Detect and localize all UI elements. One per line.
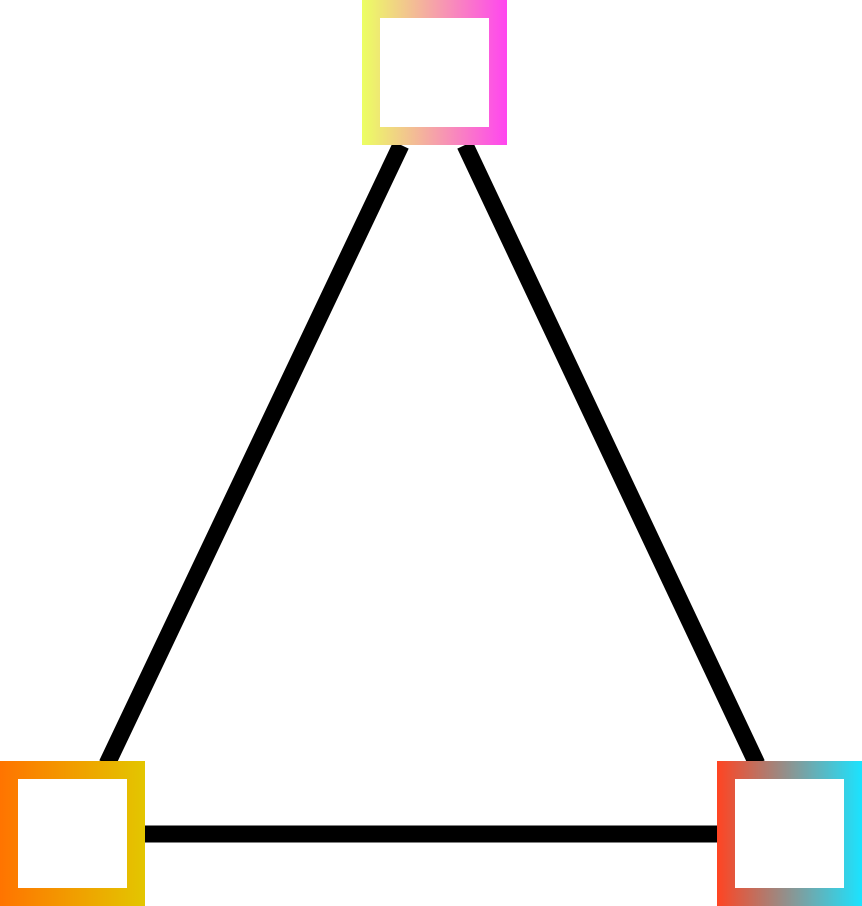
node-bottom-left-inner bbox=[18, 779, 127, 888]
edge-top-to-left bbox=[99, 141, 409, 768]
node-top-inner bbox=[380, 18, 489, 127]
edge-top-to-right bbox=[457, 141, 765, 768]
node-bottom-right-inner bbox=[735, 779, 844, 888]
